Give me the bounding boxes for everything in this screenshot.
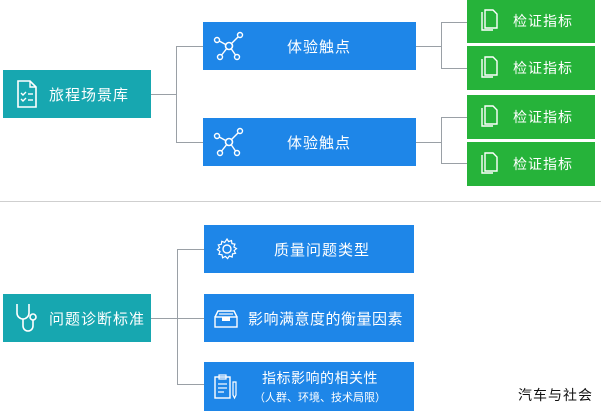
stethoscope-icon — [16, 304, 37, 332]
connector — [441, 117, 467, 118]
touchpoint-label: 体验触点 — [287, 38, 352, 56]
connector — [151, 318, 178, 319]
gear-icon — [216, 238, 238, 260]
connector — [176, 142, 203, 143]
connector — [441, 117, 442, 164]
quality-issue-type-box: 质量问题类型 — [204, 225, 414, 273]
connector — [177, 249, 178, 385]
indicator-label: 检证指标 — [513, 110, 573, 126]
journey-scenario-root: 旅程场景库 — [3, 70, 151, 118]
network-nodes-icon — [213, 127, 244, 157]
connector — [441, 22, 467, 23]
document-copy-icon — [481, 152, 498, 174]
connector — [177, 318, 204, 319]
connector — [151, 94, 177, 95]
indicator-box: 检证指标 — [467, 46, 595, 90]
connector — [441, 22, 442, 69]
connector — [416, 46, 442, 47]
document-copy-icon — [481, 105, 498, 127]
indicator-label: 检证指标 — [513, 14, 573, 30]
checklist-pen-icon — [214, 374, 237, 400]
tray-icon — [214, 310, 238, 328]
satisfaction-factors-box: 影响满意度的衡量因素 — [204, 294, 414, 342]
diagnosis-standard-label: 问题诊断标准 — [49, 310, 146, 328]
document-copy-icon — [481, 9, 498, 31]
connector — [176, 46, 203, 47]
indicator-box: 检证指标 — [467, 0, 595, 43]
journey-scenario-label: 旅程场景库 — [49, 86, 130, 104]
indicator-label: 检证指标 — [513, 157, 573, 173]
indicator-correlation-box: 指标影响的相关性 （人群、环境、技术局限） — [204, 362, 414, 411]
touchpoint-label: 体验触点 — [287, 134, 352, 152]
connector — [441, 163, 467, 164]
network-nodes-icon — [213, 31, 244, 61]
touchpoint-box: 体验触点 — [203, 118, 416, 166]
satisfaction-factors-label: 影响满意度的衡量因素 — [248, 310, 404, 328]
document-copy-icon — [481, 56, 498, 78]
watermark: 汽车与社会 — [518, 388, 593, 404]
connector — [441, 68, 467, 69]
connector — [416, 142, 442, 143]
diagnosis-standard-root: 问题诊断标准 — [3, 294, 151, 342]
document-checklist-icon — [17, 80, 37, 108]
indicator-box: 检证指标 — [467, 95, 595, 139]
connector — [177, 384, 204, 385]
connector — [176, 46, 177, 143]
section-divider — [0, 201, 601, 202]
indicator-correlation-label: 指标影响的相关性 — [262, 371, 378, 387]
touchpoint-box: 体验触点 — [203, 22, 416, 70]
connector — [177, 249, 204, 250]
quality-issue-type-label: 质量问题类型 — [274, 241, 371, 259]
indicator-box: 检证指标 — [467, 142, 595, 186]
indicator-correlation-sublabel: （人群、环境、技术局限） — [254, 391, 386, 404]
indicator-label: 检证指标 — [513, 61, 573, 77]
